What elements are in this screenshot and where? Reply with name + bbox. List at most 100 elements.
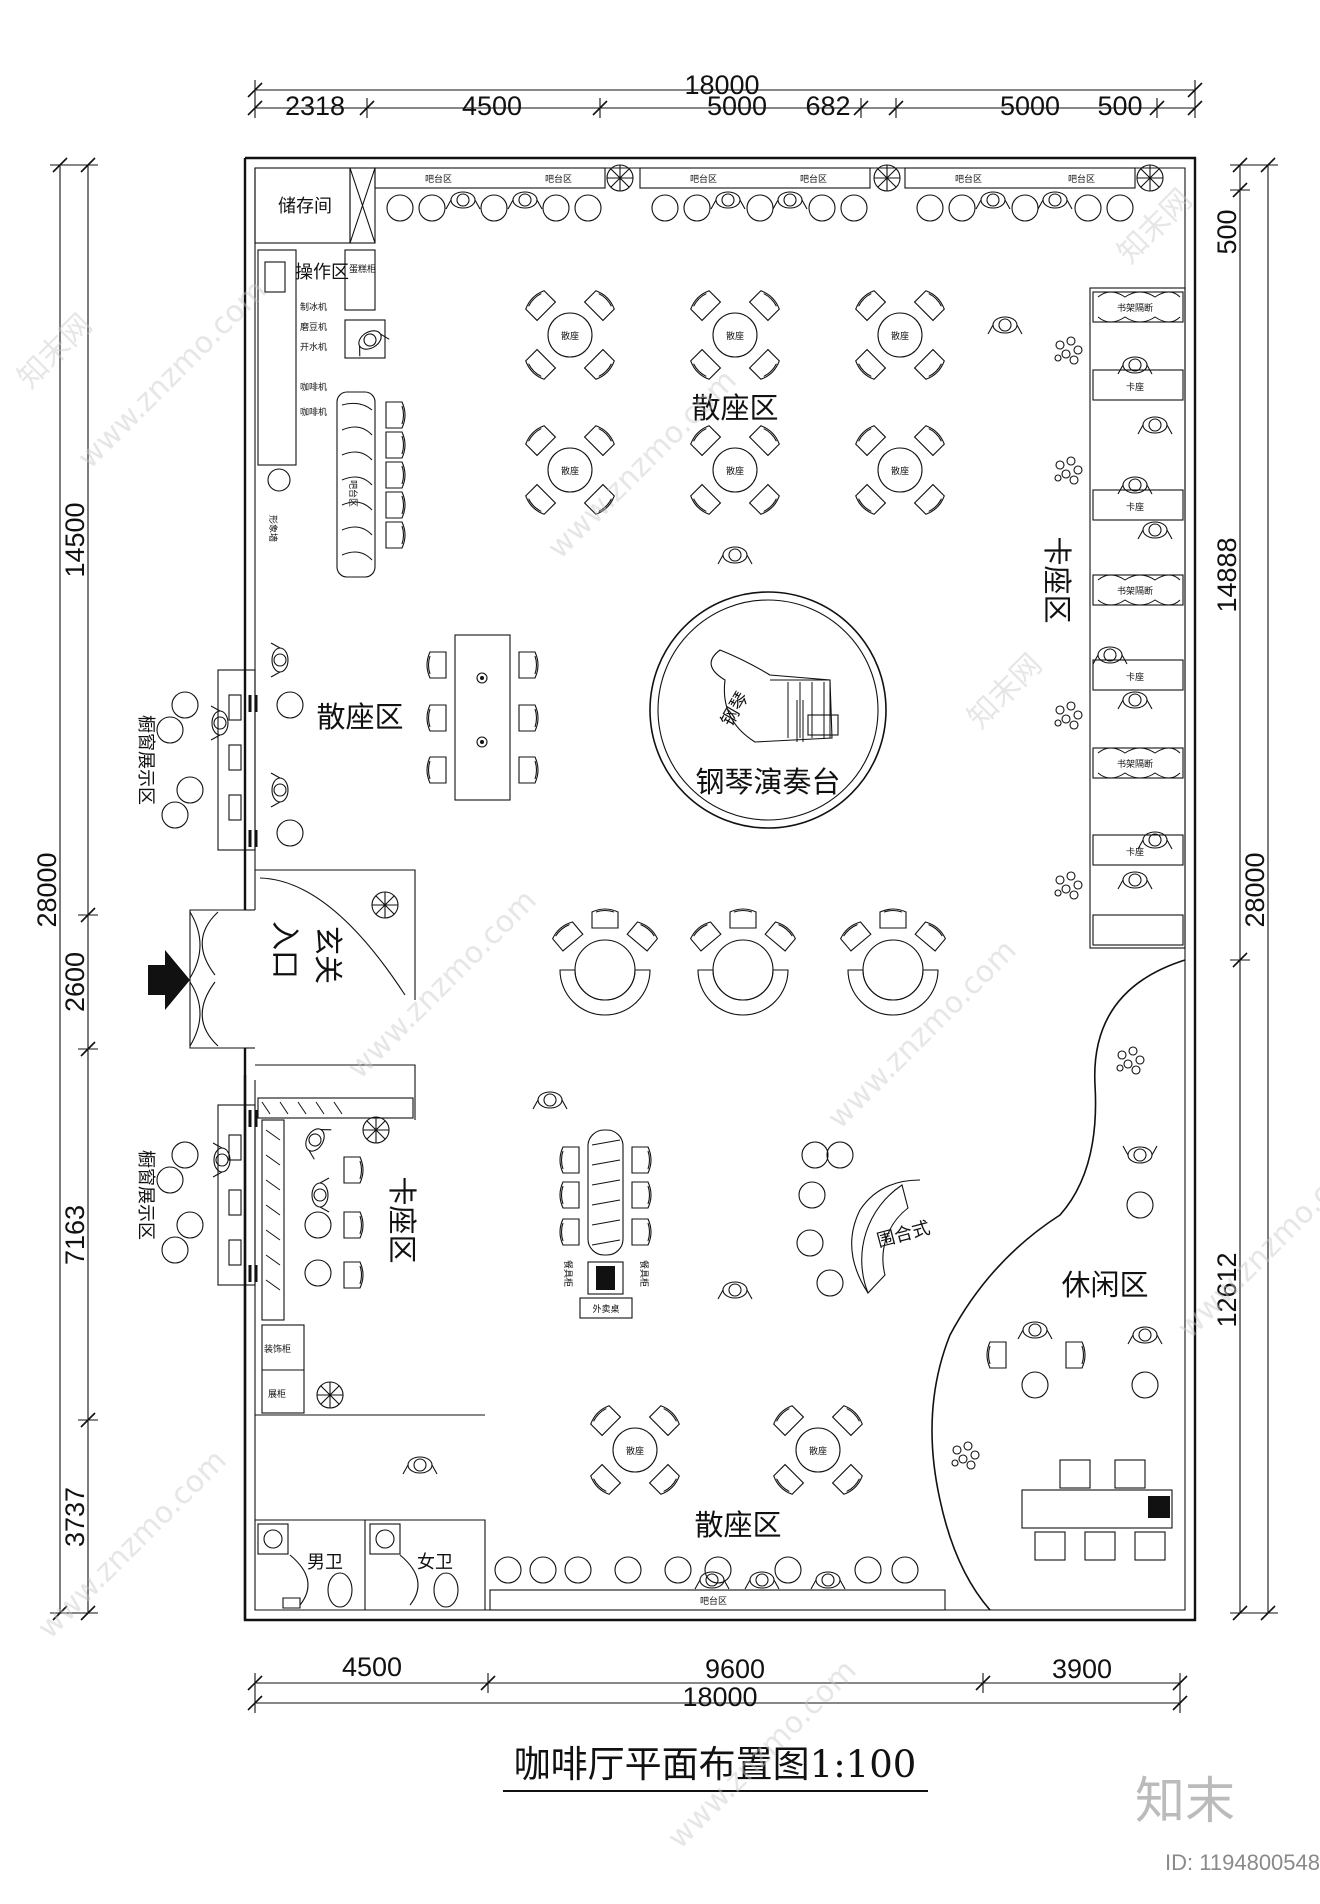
top-bar-label-2: 吧台区 <box>545 173 572 185</box>
table-label-1: 散座 <box>561 330 579 342</box>
window-display-bottom <box>156 1104 258 1286</box>
top-bar-label-6: 吧台区 <box>1068 173 1095 185</box>
table-label-5: 散座 <box>726 465 744 477</box>
window-display-top <box>156 642 304 851</box>
surround-seating <box>796 1141 921 1297</box>
watermark-site-1: www.znzmo.com <box>71 273 274 476</box>
booth-seat-2: 卡座 <box>1126 501 1144 513</box>
tableware-right-label: 餐具柜 <box>638 1260 650 1287</box>
watermark-site-2: www.znzmo.com <box>541 363 744 566</box>
dim-top-seg-4: 682 <box>805 91 850 121</box>
dim-top-seg-5: 5000 <box>1000 91 1060 121</box>
scatter-top-label: 散座区 <box>691 391 778 425</box>
dim-right-seg-3: 12612 <box>1212 1252 1242 1327</box>
bottom-dimension-lines <box>247 1673 1188 1713</box>
display-cabinet-label: 展柜 <box>268 1388 286 1400</box>
entrance-label: 入口 <box>268 921 302 979</box>
entrance-arrow-icon <box>148 950 190 1010</box>
decor-cabinet-label: 装饰柜 <box>264 1343 291 1355</box>
piano-stage <box>649 591 887 829</box>
watermark-site-7: www.znzmo.com <box>1171 1143 1320 1346</box>
table-label-3: 散座 <box>891 330 909 342</box>
top-bar-label-1: 吧台区 <box>425 173 452 185</box>
shelf-partition-1: 书架隔断 <box>1117 302 1153 314</box>
equipment-1: 制冰机 <box>300 301 327 313</box>
window-bottom-label: 橱窗展示区 <box>135 1150 156 1240</box>
dim-left-seg-4: 3737 <box>60 1487 90 1547</box>
operation-label-1: 操作区 <box>295 262 349 283</box>
foyer-label: 玄关 <box>311 926 345 984</box>
booth-seat-4: 卡座 <box>1126 846 1144 858</box>
scatter-table-group <box>523 288 1023 565</box>
piano-stage-label: 钢琴演奏台 <box>695 765 840 799</box>
dim-top-seg-3: 5000 <box>707 91 767 121</box>
takeout-label: 外卖桌 <box>592 1303 619 1315</box>
tableware-left-label: 餐具柜 <box>562 1260 574 1287</box>
image-id: ID: 1194800548 <box>1165 1850 1320 1875</box>
top-bar-stools <box>386 191 1134 222</box>
top-cabinet-label: 蛋糕柜 <box>349 263 376 275</box>
dim-top-seg-6: 500 <box>1097 91 1142 121</box>
equipment-3: 开水机 <box>300 341 327 353</box>
table-label-6: 散座 <box>891 465 909 477</box>
watermark-brand-1: 知末网 <box>11 307 99 395</box>
top-bar-label-5: 吧台区 <box>955 173 982 185</box>
bottom-bar-label: 吧台区 <box>700 1595 727 1607</box>
scatter-left-label: 散座区 <box>316 700 403 734</box>
curved-booths <box>550 908 948 1016</box>
top-dimension-lines <box>247 80 1203 118</box>
restrooms <box>255 1519 486 1610</box>
table-label-4: 散座 <box>561 465 579 477</box>
dim-right-seg-2: 14888 <box>1212 537 1242 612</box>
dim-right-total: 28000 <box>1240 852 1270 927</box>
dim-bottom-seg-2: 9600 <box>705 1654 765 1684</box>
brand-logo: 知末 <box>1135 1772 1235 1830</box>
dim-top-seg-2: 4500 <box>462 91 522 121</box>
scatter-bottom-label: 散座区 <box>694 1508 781 1542</box>
watermark-brand-2: 知末网 <box>961 647 1049 735</box>
shelf-partition-3: 书架隔断 <box>1117 758 1153 770</box>
shelf-partition-2: 书架隔断 <box>1117 585 1153 597</box>
booth-right-label: 卡座区 <box>1040 536 1074 623</box>
watermark-layer: www.znzmo.com www.znzmo.com www.znzmo.co… <box>11 182 1320 1855</box>
storage-room <box>254 167 376 244</box>
dim-bottom-seg-1: 4500 <box>342 1652 402 1682</box>
surround-label: 围合式 <box>875 1218 933 1252</box>
bottom-bar-counter <box>489 1556 946 1611</box>
booth-seat-3: 卡座 <box>1126 671 1144 683</box>
dim-bottom-total: 18000 <box>682 1682 757 1712</box>
equipment-2: 磨豆机 <box>300 321 327 333</box>
vertical-bar-counter <box>336 324 406 578</box>
dim-top-seg-1: 2318 <box>285 91 345 121</box>
table-label-8: 散座 <box>809 1445 827 1457</box>
dim-left-seg-2: 2600 <box>60 952 90 1012</box>
dim-right-seg-1: 500 <box>1212 209 1242 254</box>
image-wall-label: 形象墙 <box>267 515 279 542</box>
right-booth-strip <box>1054 287 1186 949</box>
table-label-2: 散座 <box>726 330 744 342</box>
outer-walls <box>243 156 1197 1622</box>
booth-seat-1: 卡座 <box>1126 381 1144 393</box>
dim-left-total: 28000 <box>32 852 62 927</box>
bottom-scatter-tables <box>402 1403 865 1497</box>
booth-left-label: 卡座区 <box>385 1176 419 1263</box>
top-bar-counters <box>374 164 1164 192</box>
equipment-5: 咖啡机 <box>300 406 327 418</box>
leisure-area <box>931 959 1186 1611</box>
left-booth-area <box>255 1064 485 1416</box>
men-wc-label: 男卫 <box>307 1552 343 1573</box>
piano-label: 钢琴 <box>717 688 753 730</box>
entrance-doors <box>189 909 245 1049</box>
foyer-partition <box>255 869 416 1000</box>
women-wc-label: 女卫 <box>417 1552 453 1573</box>
bar-vertical-label: 吧台区 <box>347 480 359 507</box>
top-bar-label-4: 吧台区 <box>800 173 827 185</box>
operation-counter <box>257 249 386 492</box>
window-top-label: 橱窗展示区 <box>135 715 156 805</box>
left-dimension-lines <box>50 157 98 1621</box>
dim-left-seg-3: 7163 <box>60 1205 90 1265</box>
center-long-table <box>532 1091 753 1319</box>
dim-top-total: 18000 <box>684 70 759 100</box>
long-dining-table <box>426 634 539 801</box>
